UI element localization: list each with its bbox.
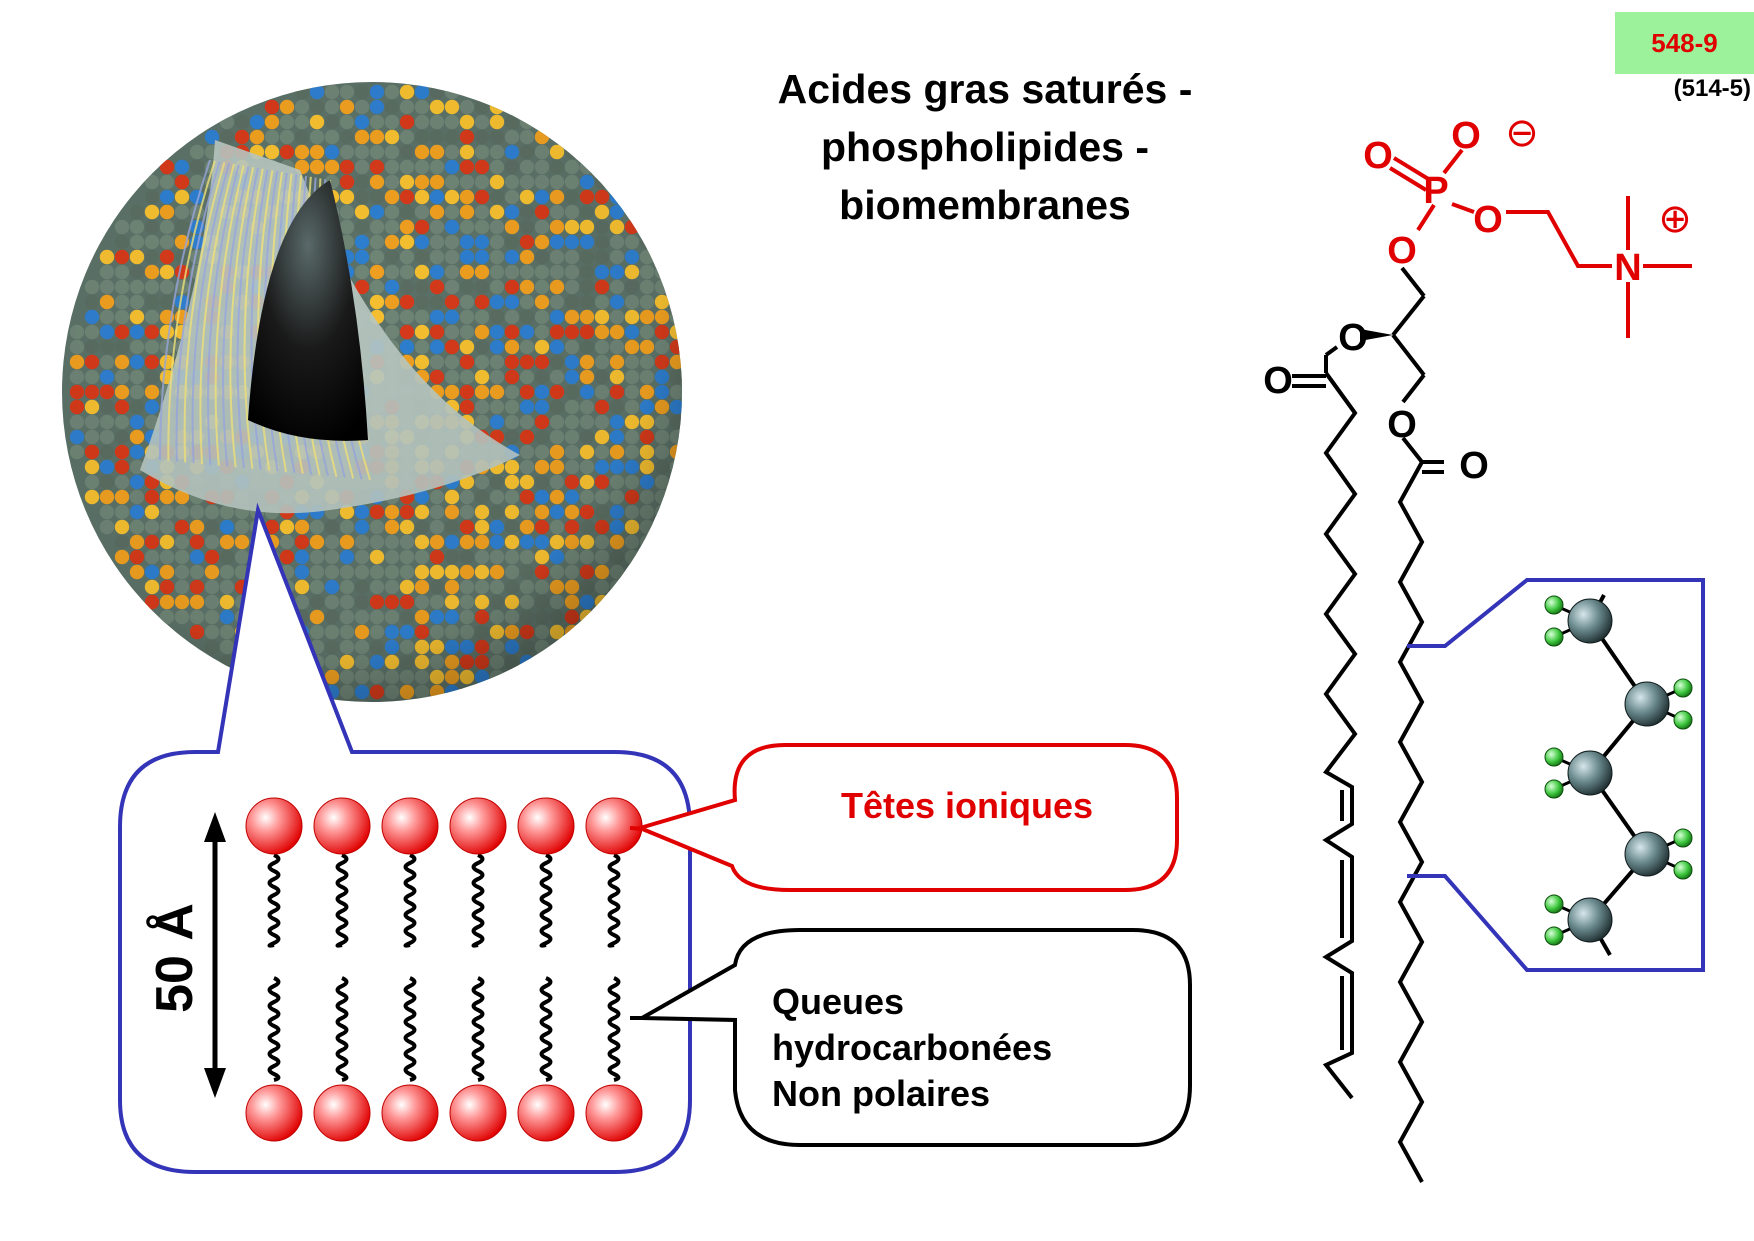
phosphorus-atom: P — [1423, 170, 1448, 212]
title-line-1: Acides gras saturés - — [777, 66, 1193, 112]
tails-label-line-3: Non polaires — [772, 1073, 990, 1114]
glycerol-oxygen-1: O — [1338, 317, 1368, 359]
upper-tail — [471, 853, 485, 948]
lower-tail — [471, 976, 485, 1082]
chain-zoom-callout — [1407, 578, 1705, 972]
upper-tail — [335, 853, 349, 948]
hydrogen-atom — [1544, 926, 1564, 946]
carbon-atom — [1624, 681, 1670, 727]
thickness-arrow — [204, 812, 226, 1098]
hydrogen-atom — [1544, 894, 1564, 914]
ester-oxygen-2: O — [1387, 230, 1417, 272]
carbon-atom — [1624, 831, 1670, 877]
negative-charge-icon: ⊖ — [1505, 110, 1539, 156]
tails-label-line-1: Queues — [772, 981, 904, 1022]
polar-head — [517, 1084, 575, 1142]
hydrogen-atom — [1544, 595, 1564, 615]
phosphate-oxygen-2: O — [1451, 115, 1481, 157]
carbon-atom — [1567, 750, 1613, 796]
saturated-fatty-acid-chain — [1397, 461, 1425, 1183]
phosphocholine-head — [1388, 148, 1692, 338]
polar-head — [449, 1084, 507, 1142]
upper-tail — [267, 853, 281, 948]
lower-tail — [607, 976, 621, 1082]
glycerol-backbone — [1292, 266, 1444, 474]
upper-tail — [539, 853, 553, 948]
polar-head — [449, 797, 507, 855]
thickness-label: 50 Å — [146, 903, 204, 1013]
nitrogen-atom: N — [1614, 247, 1641, 289]
page-code-badge: 548-9 — [1615, 12, 1754, 74]
glycerol-oxygen-2: O — [1387, 404, 1417, 446]
hydrogen-atom — [1673, 710, 1693, 730]
page-subreference: (514-5) — [1673, 75, 1751, 102]
hydrogen-atom — [1673, 860, 1693, 880]
upper-tail — [403, 853, 417, 948]
carbon-atom — [1567, 897, 1613, 943]
phosphate-oxygen-1: O — [1363, 135, 1393, 177]
carbon-atom — [1567, 598, 1613, 644]
polar-head — [245, 797, 303, 855]
polar-head — [313, 1084, 371, 1142]
liposome-illustration — [62, 82, 682, 702]
lower-tail — [267, 976, 281, 1082]
polar-head — [381, 797, 439, 855]
lower-tail — [335, 976, 349, 1082]
hydrogen-atom — [1673, 678, 1693, 698]
stereo-wedge-bond — [1360, 329, 1393, 341]
ester-oxygen-1: O — [1473, 199, 1503, 241]
unsaturated-fatty-acid-chain — [1322, 371, 1358, 1100]
polar-head — [517, 797, 575, 855]
polar-head — [585, 1084, 643, 1142]
tails-label-line-2: hydrocarbonées — [772, 1027, 1052, 1068]
polar-head — [313, 797, 371, 855]
heads-callout — [633, 743, 1179, 892]
lower-tail — [403, 976, 417, 1082]
polar-head — [245, 1084, 303, 1142]
title-line-2: phospholipides - — [821, 124, 1149, 170]
polar-head — [585, 797, 643, 855]
positive-charge-icon: ⊕ — [1658, 196, 1692, 242]
polar-head — [381, 1084, 439, 1142]
ball-and-stick-model — [1544, 594, 1693, 956]
title-line-3: biomembranes — [839, 182, 1131, 228]
hydrogen-atom — [1544, 779, 1564, 799]
carbonyl-oxygen-2: O — [1459, 445, 1489, 487]
slide-title: Acides gras saturés - phospholipides - b… — [700, 60, 1270, 234]
hydrogen-atom — [1673, 828, 1693, 848]
upper-tail — [607, 853, 621, 948]
hydrogen-atom — [1544, 627, 1564, 647]
hydrogen-atom — [1544, 747, 1564, 767]
lower-tail — [539, 976, 553, 1082]
lipid-bilayer — [245, 797, 736, 1142]
carbonyl-oxygen-1: O — [1263, 360, 1293, 402]
tails-callout — [634, 928, 1192, 1147]
heads-label: Têtes ioniques — [841, 785, 1093, 826]
phospholipid-structure: O O P O O N ⊖ ⊕ — [1263, 110, 1705, 1183]
